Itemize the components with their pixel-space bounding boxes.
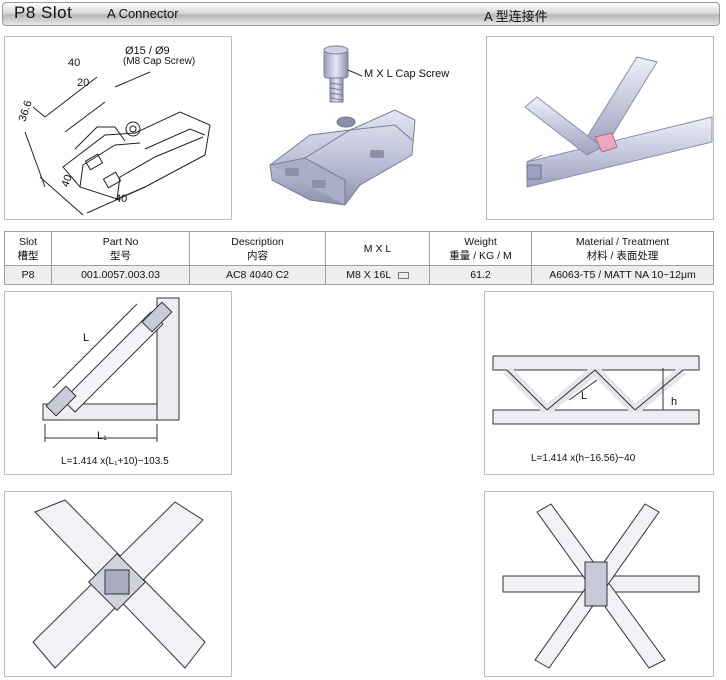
- table-row: P8 001.0057.003.03 AC8 4040 C2 M8 X 16L …: [4, 265, 714, 285]
- connector-3d-image: [269, 45, 416, 206]
- assembly-3d-image: [524, 56, 713, 188]
- dim-40-top: 40: [68, 57, 81, 69]
- connector-render: M X L Cap Screw: [250, 40, 465, 220]
- x-cross-panel-left: [4, 491, 232, 677]
- truss-formula: L=1.414 x(h−16.56)−40: [531, 453, 636, 464]
- corner-brace-example-panel: L L₁ L=1.414 x(L₁+10)−103.5: [4, 291, 232, 475]
- dimension-drawing-panel: Ø15 / Ø9 (M8 Cap Screw) 40 20 36.6 40 40: [4, 36, 232, 220]
- connector-line-drawing: [24, 71, 211, 216]
- dim-40-bottom: 40: [115, 193, 128, 205]
- cell-material: A6063-T5 / MATT NA 10~12μm: [531, 265, 714, 285]
- bore-note-label: (M8 Cap Screw): [123, 56, 196, 67]
- length-label-L: L: [581, 390, 588, 402]
- x-cross-panel-right: [484, 491, 714, 677]
- title-bar: [2, 2, 720, 26]
- screw-callout: M X L Cap Screw: [364, 68, 450, 80]
- length-label-L1: L₁: [97, 430, 107, 442]
- cell-mxl: M8 X 16L: [325, 265, 430, 285]
- x-cross-drawing-left: [32, 499, 206, 669]
- cell-weight: 61.2: [429, 265, 532, 285]
- length-label-L: L: [83, 332, 90, 344]
- product-name-cn: A 型连接件: [484, 9, 548, 24]
- slot-title: P8 Slot: [14, 3, 73, 22]
- x-cross-drawing-right: [502, 503, 700, 669]
- product-name-en: A Connector: [107, 6, 179, 21]
- cell-slot: P8: [4, 265, 52, 285]
- truss-drawing: [492, 355, 700, 425]
- cell-part-no: 001.0057.003.03: [51, 265, 190, 285]
- corner-brace-formula: L=1.414 x(L₁+10)−103.5: [61, 456, 169, 467]
- bore-diameter-label: Ø15 / Ø9: [125, 45, 170, 57]
- corner-brace-drawing: [42, 297, 180, 442]
- truss-example-panel: L h L=1.414 x(h−16.56)−40: [484, 291, 714, 475]
- screw-icon: [397, 271, 409, 279]
- cell-description: AC8 4040 C2: [189, 265, 326, 285]
- col-mxl: M X L: [325, 231, 430, 266]
- height-label-h: h: [671, 396, 678, 408]
- assembly-render-panel: [486, 36, 714, 220]
- dim-20: 20: [77, 77, 90, 89]
